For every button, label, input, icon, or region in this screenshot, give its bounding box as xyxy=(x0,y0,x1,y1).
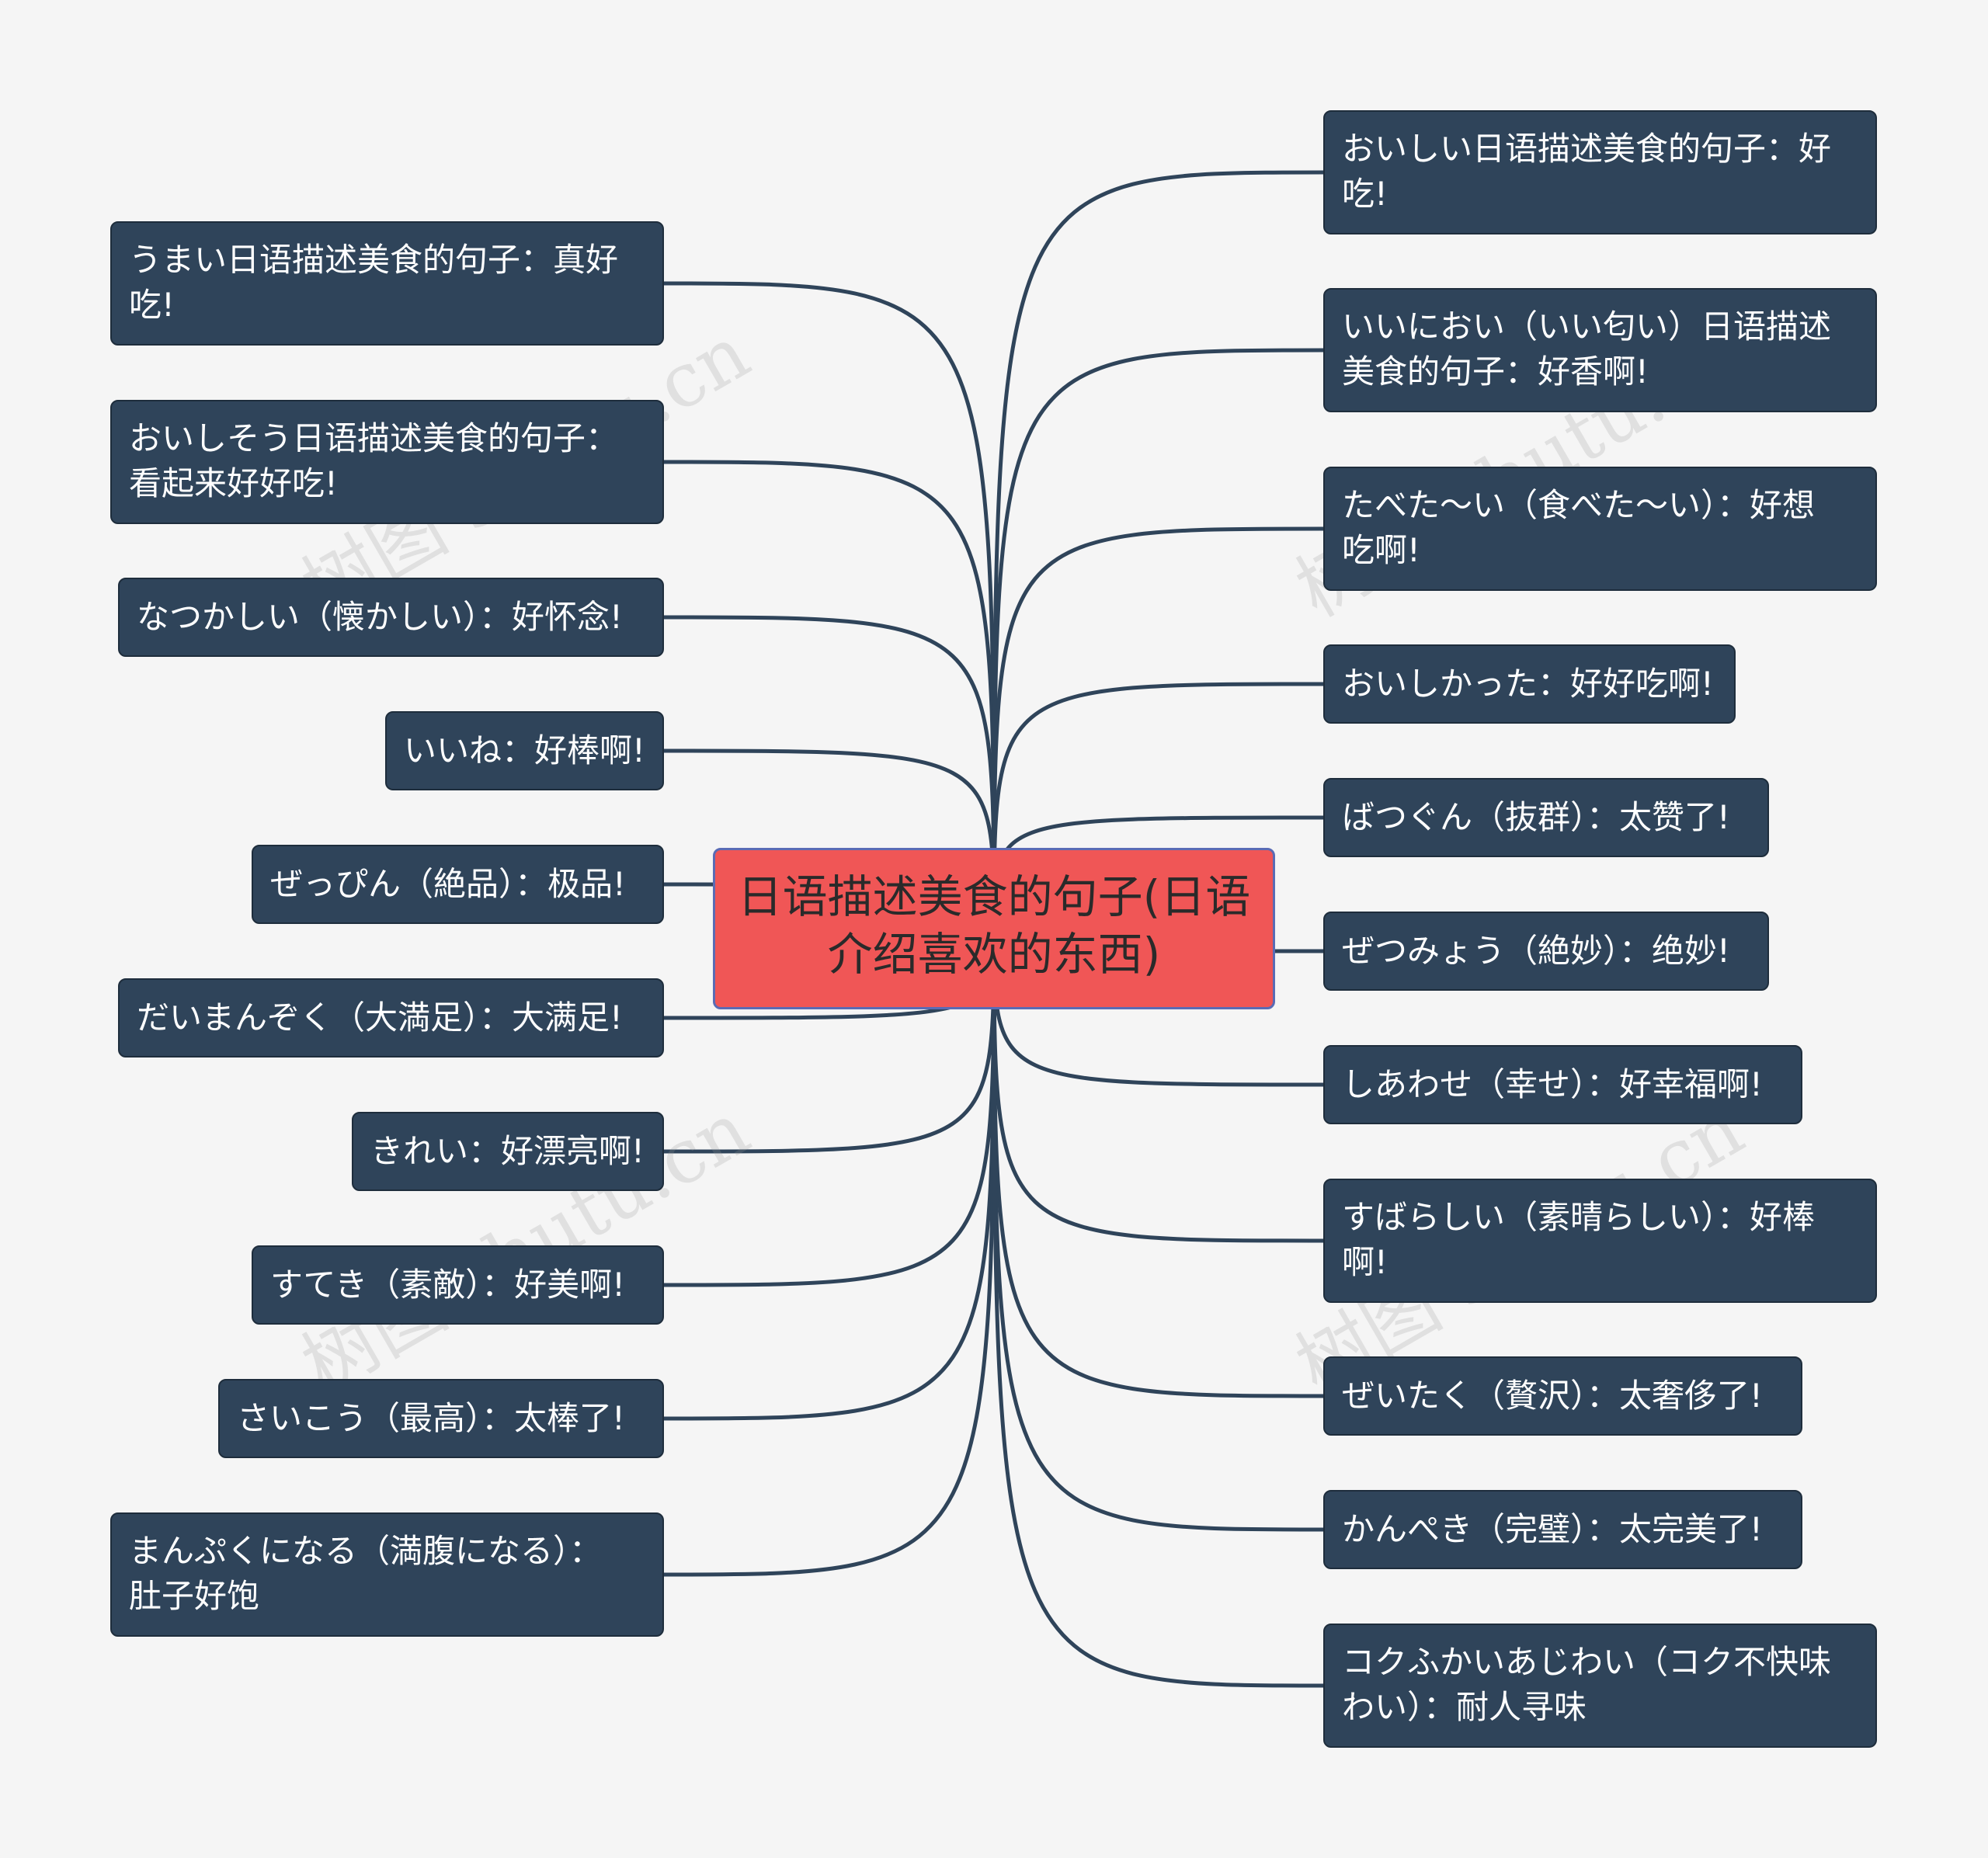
branch-node-right[interactable]: ぜつみょう（絶妙）：绝妙! xyxy=(1323,912,1769,991)
branch-node-left[interactable]: まんぷくになる（満腹になる）： 肚子好饱 xyxy=(110,1512,664,1637)
connector-line xyxy=(992,928,1324,1532)
connector-line xyxy=(992,682,1324,929)
central-topic-line-1: 日语描述美食的句子(日语 xyxy=(737,870,1251,923)
branch-node-left[interactable]: おいしそう日语描述美食的句子： 看起来好好吃! xyxy=(110,400,664,524)
branch-node-right[interactable]: たべた～い（食べた～い）：好想 吃啊! xyxy=(1323,467,1877,591)
branch-node-right[interactable]: コクふかいあじわい（コク不快味 わい）：耐人寻味 xyxy=(1323,1624,1877,1748)
connector-line xyxy=(992,526,1324,929)
branch-node-right[interactable]: おいしい日语描述美食的句子：好 吃! xyxy=(1323,110,1877,234)
branch-node-right[interactable]: すばらしい（素晴らしい）：好棒 啊! xyxy=(1323,1179,1877,1303)
connector-line xyxy=(663,281,996,929)
branch-node-right[interactable]: しあわせ（幸せ）：好幸福啊! xyxy=(1323,1045,1802,1124)
branch-node-right[interactable]: ばつぐん（抜群）：太赞了! xyxy=(1323,778,1769,857)
branch-node-left[interactable]: うまい日语描述美食的句子：真好 吃! xyxy=(110,221,664,346)
branch-node-right[interactable]: かんぺき（完璧）：太完美了! xyxy=(1323,1490,1802,1569)
branch-node-right[interactable]: いいにおい（いい匂い）日语描述 美食的句子：好香啊! xyxy=(1323,288,1877,412)
branch-node-right[interactable]: ぜいたく（贅沢）：太奢侈了! xyxy=(1323,1356,1802,1436)
branch-node-left[interactable]: いいね：好棒啊! xyxy=(385,711,664,790)
connector-line xyxy=(992,170,1324,929)
branch-node-left[interactable]: きれい：好漂亮啊! xyxy=(352,1112,664,1191)
branch-node-right[interactable]: おいしかった：好好吃啊! xyxy=(1323,644,1736,724)
connector-line xyxy=(992,928,1324,1688)
branch-node-left[interactable]: だいまんぞく（大満足）：大满足! xyxy=(118,978,664,1057)
branch-node-left[interactable]: ぜっぴん（絶品）：极品! xyxy=(252,845,664,924)
central-topic[interactable]: 日语描述美食的句子(日语 介绍喜欢的东西) xyxy=(713,848,1275,1009)
branch-node-left[interactable]: さいこう（最高）：太棒了! xyxy=(218,1379,664,1458)
branch-node-left[interactable]: すてき（素敵）：好美啊! xyxy=(252,1245,664,1325)
branch-node-left[interactable]: なつかしい（懐かしい）：好怀念! xyxy=(118,578,664,657)
central-topic-line-2: 介绍喜欢的东西) xyxy=(827,928,1161,981)
connector-line xyxy=(663,928,996,1577)
connector-line xyxy=(992,348,1324,929)
